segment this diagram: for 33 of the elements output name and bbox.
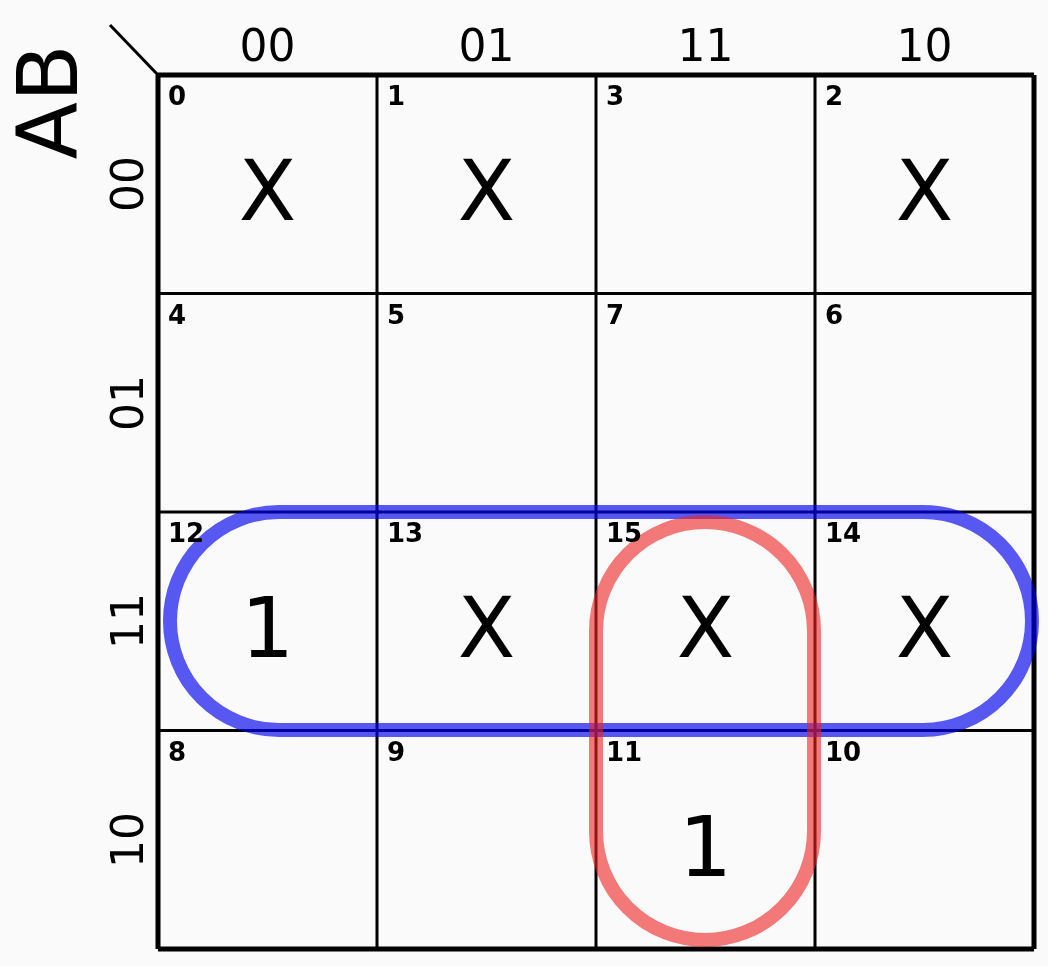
- row-header: 01: [106, 374, 150, 431]
- column-header: 01: [457, 24, 516, 68]
- cell-index: 4: [168, 299, 187, 330]
- cell-value: X: [456, 148, 517, 233]
- row-header: 00: [106, 156, 150, 213]
- cell-value: X: [237, 148, 298, 233]
- cell-index: 9: [387, 736, 406, 767]
- column-header: 10: [895, 24, 954, 68]
- cell-value: 1: [239, 585, 296, 670]
- cell-index: 6: [825, 299, 844, 330]
- cell-index: 7: [606, 299, 625, 330]
- row-header: 10: [106, 811, 150, 868]
- cell-value: X: [675, 585, 736, 670]
- cell-value: X: [456, 585, 517, 670]
- cell-value: X: [894, 148, 955, 233]
- cell-index: 12: [168, 518, 205, 548]
- cell-value: X: [894, 585, 955, 670]
- cell-index: 3: [606, 81, 625, 111]
- cell-index: 8: [168, 736, 187, 767]
- cell-index: 5: [387, 299, 406, 330]
- cell-value: 1: [677, 804, 734, 889]
- column-header: 00: [238, 24, 297, 68]
- row-variable-label: AB: [5, 44, 90, 160]
- cell-index: 2: [825, 81, 844, 111]
- cell-index: 11: [606, 736, 643, 767]
- cell-index: 14: [825, 518, 862, 548]
- cell-index: 0: [168, 81, 187, 111]
- column-header: 11: [676, 24, 735, 68]
- row-header: 11: [106, 593, 150, 650]
- cell-index: 15: [606, 518, 643, 548]
- cell-index: 1: [387, 81, 406, 111]
- cell-index: 10: [825, 736, 862, 767]
- cell-index: 13: [387, 518, 424, 548]
